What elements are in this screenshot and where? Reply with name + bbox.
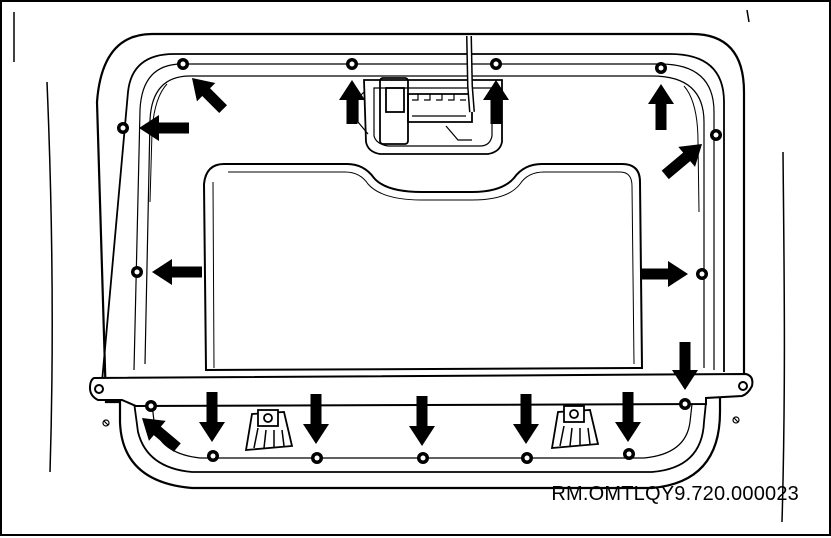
- bolt-group: [117, 58, 722, 464]
- body-side-lines: [13, 9, 786, 523]
- glass-panel: [202, 163, 644, 372]
- reference-code: RM.OMTLQY9.720.000023: [551, 483, 799, 505]
- arrow-icon: [199, 392, 225, 442]
- latch-right: [550, 405, 600, 449]
- arrow-group: [139, 78, 702, 452]
- arrow-icon: [339, 80, 365, 124]
- arrow-icon: [640, 261, 688, 287]
- arrow-icon: [142, 418, 181, 452]
- arrow-icon: [192, 78, 228, 114]
- arrow-icon: [661, 144, 702, 180]
- sunroof-motor: [357, 77, 503, 155]
- arrow-icon: [139, 115, 189, 141]
- arrow-icon: [648, 84, 674, 130]
- arrow-icon: [513, 394, 539, 444]
- cross-bar: [88, 372, 754, 408]
- arrow-icon: [303, 394, 329, 444]
- arrow-icon: [152, 259, 202, 285]
- arrow-icon: [483, 80, 509, 124]
- arrow-icon: [409, 396, 435, 446]
- roof-opening: [95, 32, 746, 490]
- arrow-icon: [672, 342, 698, 390]
- latch-left: [244, 409, 294, 451]
- arrow-icon: [615, 392, 641, 442]
